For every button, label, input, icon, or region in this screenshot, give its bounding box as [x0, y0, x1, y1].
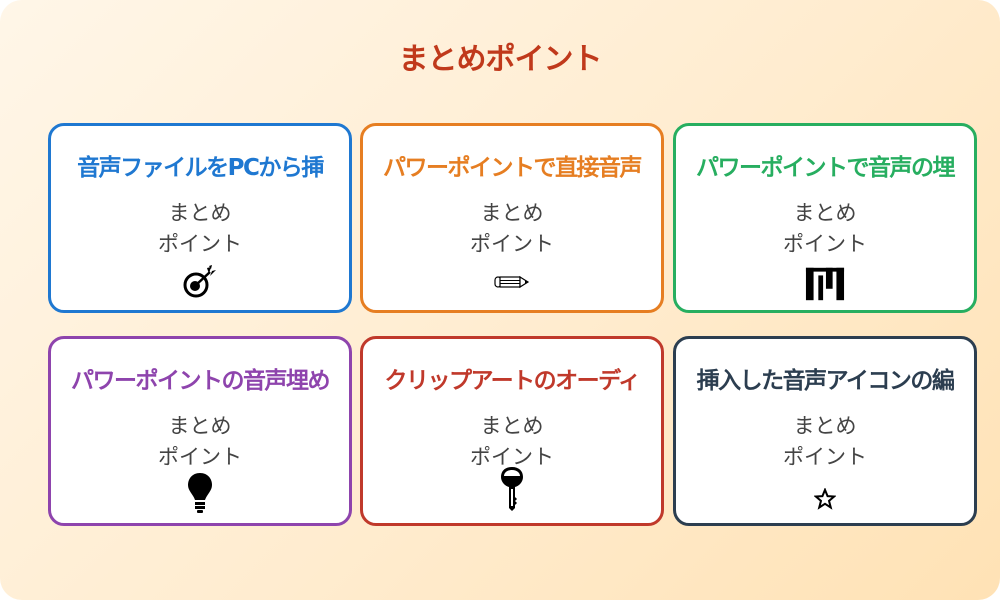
card-subtitle: まとめ ポイント: [676, 411, 974, 473]
card-subtitle-line2: ポイント: [470, 232, 554, 256]
summary-card-audio-embed: パワーポイントの音声埋め まとめ ポイント: [48, 336, 352, 526]
summary-card-direct-record: パワーポイントで直接音声 まとめ ポイント: [360, 123, 664, 313]
card-title: 挿入した音声アイコンの編: [696, 368, 955, 394]
lightbulb-icon: [180, 473, 220, 513]
card-subtitle: まとめ ポイント: [51, 198, 349, 260]
bar-chart-icon: [805, 266, 845, 302]
card-title: パワーポイントで直接音声: [383, 155, 643, 181]
star-outline-icon: [805, 481, 845, 517]
card-title: パワーポイントの音声埋め: [71, 368, 331, 394]
card-subtitle-line2: ポイント: [470, 445, 554, 469]
card-subtitle-line1: まとめ: [480, 414, 544, 438]
card-subtitle-line1: まとめ: [793, 201, 857, 225]
card-subtitle: まとめ ポイント: [363, 411, 661, 473]
card-subtitle-line2: ポイント: [783, 232, 867, 256]
card-subtitle-line1: まとめ: [480, 201, 544, 225]
card-subtitle: まとめ ポイント: [676, 198, 974, 260]
card-title: 音声ファイルをPCから挿: [77, 155, 324, 181]
card-title: パワーポイントで音声の埋: [696, 155, 956, 181]
card-subtitle-line2: ポイント: [158, 445, 242, 469]
summary-card-pc-insert: 音声ファイルをPCから挿 まとめ ポイント: [48, 123, 352, 313]
card-subtitle-line1: まとめ: [793, 414, 857, 438]
card-subtitle-line1: まとめ: [168, 201, 232, 225]
card-title: クリップアートのオーディ: [384, 368, 641, 394]
pencil-icon: [492, 264, 532, 300]
target-arrow-icon: [180, 264, 220, 300]
card-subtitle: まとめ ポイント: [51, 411, 349, 473]
key-icon: [492, 467, 532, 511]
card-subtitle-line2: ポイント: [783, 445, 867, 469]
card-subtitle-line1: まとめ: [168, 414, 232, 438]
card-subtitle: まとめ ポイント: [363, 198, 661, 260]
card-subtitle-line2: ポイント: [158, 232, 242, 256]
summary-card-embed-audio: パワーポイントで音声の埋 まとめ ポイント: [673, 123, 977, 313]
page-title: まとめポイント: [398, 42, 603, 77]
summary-card-clipart-audio: クリップアートのオーディ まとめ ポイント: [360, 336, 664, 526]
summary-card-edit-icon: 挿入した音声アイコンの編 まとめ ポイント: [673, 336, 977, 526]
